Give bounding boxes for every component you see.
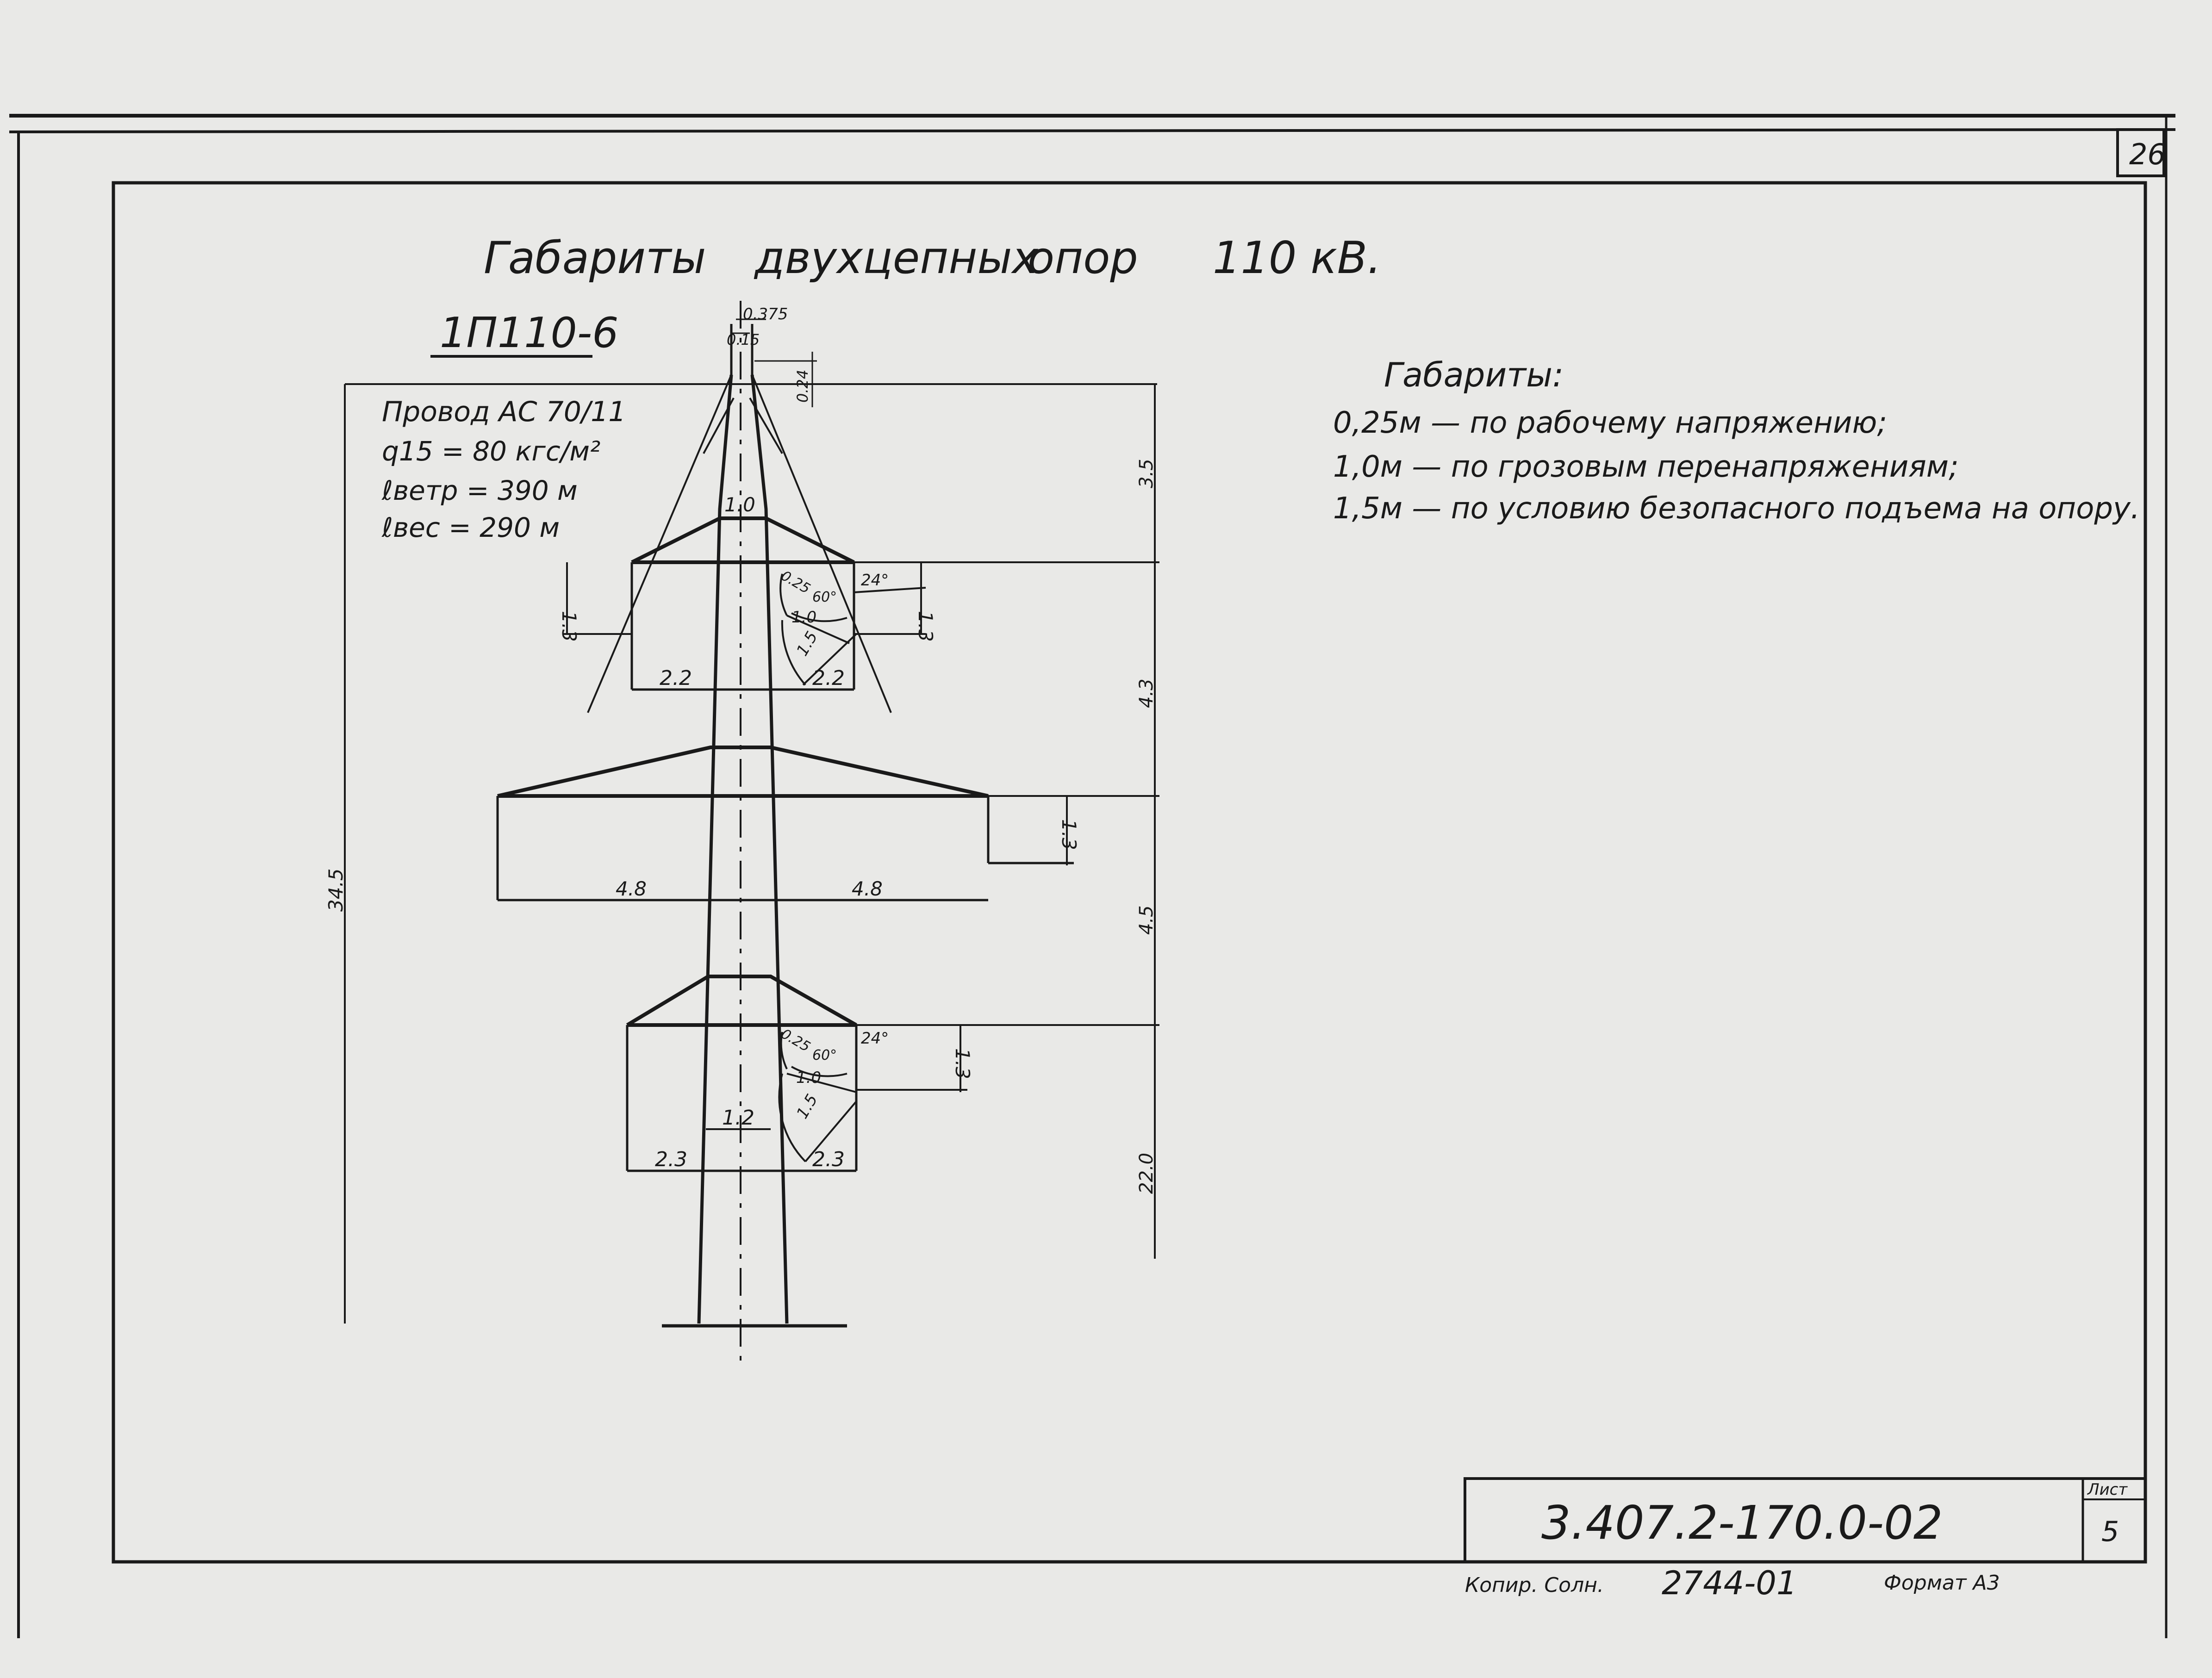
dim-upper-24: 24° — [861, 571, 889, 590]
drawing-number: 3.407.2-170.0-02 — [1541, 1496, 1943, 1550]
dim-220: 22.0 — [1136, 1153, 1157, 1194]
dim-low-10: 1.0 — [796, 1069, 821, 1087]
dim-35: 3.5 — [1136, 459, 1157, 488]
wind-span: ℓветр = 390 м — [381, 475, 578, 506]
dim-low-025: 0.25 — [778, 1026, 813, 1056]
dim-low-23-right: 2.3 — [812, 1148, 845, 1171]
dim-top-10: 1.0 — [724, 493, 755, 516]
dim-upper-22-left: 2.2 — [660, 666, 692, 690]
clearance-item-3: 1,5м — по условию безопасного подъема на… — [1333, 491, 2140, 526]
title-word-4: 110 кВ. — [1213, 233, 1381, 284]
dim-345: 34.5 — [324, 868, 347, 912]
clearances-heading: Габариты: — [1384, 355, 1564, 394]
dim-mid-13: 1.3 — [1058, 819, 1080, 850]
dimension-lines — [344, 318, 1159, 1324]
weight-span: ℓвес = 290 м — [381, 512, 560, 543]
dim-upper-15: 1.5 — [793, 628, 822, 659]
dim-upper-10: 1.0 — [791, 608, 816, 627]
dim-low-60: 60° — [812, 1047, 837, 1063]
title-word-2: двухцепных — [754, 233, 1039, 284]
sheet-number: 5 — [2101, 1516, 2119, 1548]
tower-outline — [496, 301, 1074, 1361]
dim-0375: 0.375 — [743, 305, 788, 323]
dim-low-15: 1.5 — [793, 1091, 822, 1122]
dim-low-13: 1.3 — [951, 1048, 974, 1079]
dim-024: 0.24 — [794, 370, 811, 403]
tower-code: 1П110-6 — [440, 309, 618, 357]
inventory-number: 2744-01 — [1662, 1564, 1797, 1602]
wire-type: Провод АС 70/11 — [382, 396, 626, 428]
wind-load: q15 = 80 кгс/м² — [382, 435, 600, 467]
dim-45: 4.5 — [1136, 905, 1157, 935]
title-word-1: Габариты — [484, 233, 706, 284]
dim-upper-13-left: 1.3 — [558, 611, 580, 642]
dim-mid-48-left: 4.8 — [616, 877, 647, 900]
sheet-label: Лист — [2087, 1480, 2128, 1499]
dim-low-24: 24° — [861, 1029, 889, 1048]
clearance-item-2: 1,0м — по грозовым перенапряжениям; — [1333, 450, 1959, 484]
dim-upper-22-right: 2.2 — [812, 666, 845, 690]
dim-low-23-left: 2.3 — [655, 1148, 687, 1171]
sheet-frame — [9, 114, 2176, 1638]
dim-mid-48-right: 4.8 — [852, 877, 883, 900]
dim-43: 4.3 — [1136, 678, 1157, 708]
title-block — [1464, 1477, 2147, 1563]
title-word-3: опор — [1028, 233, 1138, 284]
dim-015: 0.15 — [727, 331, 760, 348]
dim-low-12: 1.2 — [722, 1106, 754, 1130]
clearance-item-1: 0,25м — по рабочему напряжению; — [1333, 406, 1887, 440]
dim-upper-60: 60° — [812, 589, 837, 605]
dim-upper-13-right: 1.3 — [914, 611, 937, 642]
dim-upper-025: 0.25 — [778, 568, 813, 597]
format-label: Формат А3 — [1884, 1571, 2000, 1595]
page-number: 26 — [2129, 137, 2166, 171]
copied-label: Копир. Солн. — [1465, 1573, 1604, 1597]
